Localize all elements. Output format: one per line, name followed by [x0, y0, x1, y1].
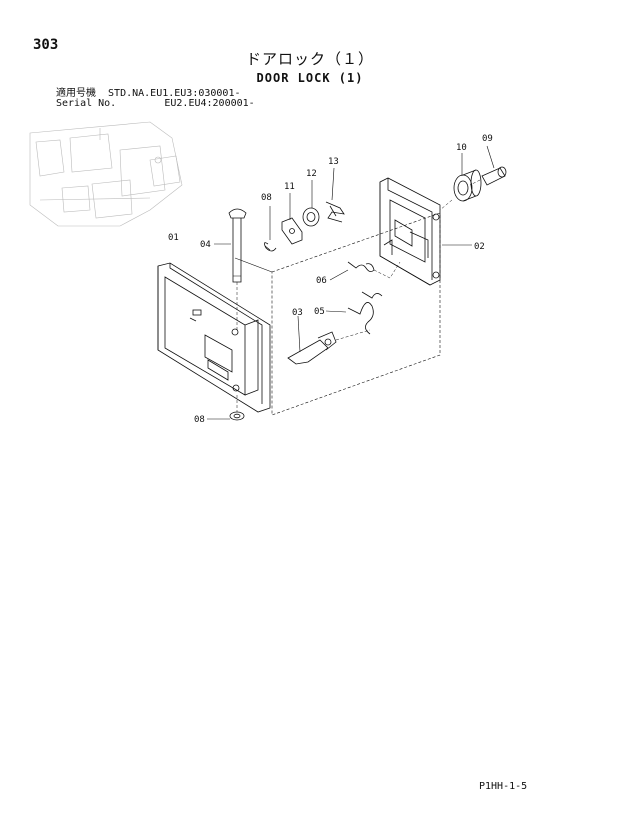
key-plug-09 [469, 166, 507, 186]
callout-09: 09 [482, 134, 493, 144]
callout-02: 02 [474, 242, 485, 252]
callout-11: 11 [284, 182, 295, 192]
footer-code: P1HH-1-5 [479, 781, 528, 792]
title-english: DOOR LOCK (1) [256, 71, 364, 85]
assembly-frame [271, 212, 441, 416]
lock-cylinder-10 [439, 169, 482, 211]
page-number: 303 [33, 37, 59, 53]
callout-08-lower: 08 [194, 415, 205, 425]
callout-06: 06 [316, 276, 327, 286]
callout-12: 12 [306, 169, 317, 179]
snap-ring-08-lower [229, 395, 245, 421]
leader-lines [207, 145, 495, 420]
bolt-04 [228, 208, 247, 330]
snap-ring-08-upper [264, 242, 277, 252]
callout-08-upper: 08 [261, 193, 272, 203]
title-japanese: ドアロック（１） [245, 50, 374, 68]
machine-thumbnail [29, 121, 183, 227]
callout-01: 01 [168, 233, 179, 243]
callout-10: 10 [456, 143, 467, 153]
callout-13: 13 [328, 157, 339, 167]
latch-lever-03 [287, 329, 371, 365]
bracket-02 [379, 177, 441, 286]
applicability-line-2: Serial No. EU2.EU4:200001- [56, 98, 255, 109]
spring-05 [347, 291, 383, 335]
washer-12 [302, 207, 320, 227]
callout-05: 05 [314, 307, 325, 317]
applicability-line-1: 適用号機 STD.NA.EU1.EU3:030001- [56, 88, 241, 99]
plate-11 [281, 217, 303, 245]
callout-04: 04 [200, 240, 211, 250]
spring-06 [347, 261, 401, 279]
clip-13 [325, 201, 345, 223]
callout-03: 03 [292, 308, 303, 318]
door-lock-body [157, 262, 271, 413]
